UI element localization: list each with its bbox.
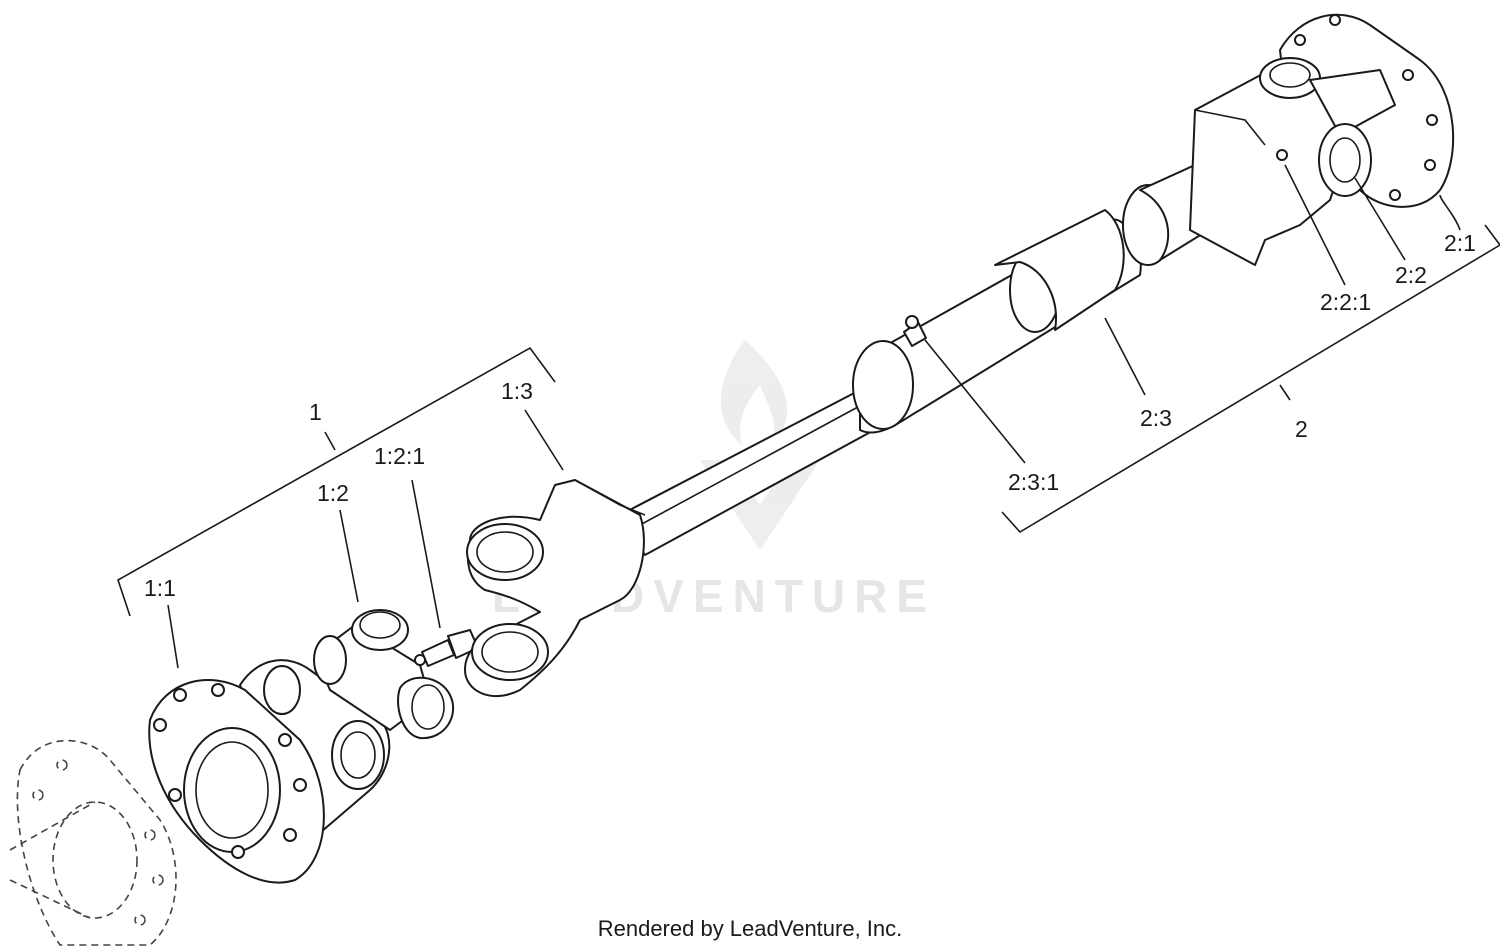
flange-yoke-part	[148, 659, 391, 884]
bracket-assembly-2	[1001, 224, 1500, 534]
callout-1-2: 1:2	[317, 480, 349, 506]
callout-1-1: 1:1	[144, 575, 176, 601]
leader-2-2-1	[1284, 164, 1346, 286]
render-credit: Rendered by LeadVenture, Inc.	[597, 916, 903, 941]
leader-2-3-1	[924, 339, 1026, 464]
leader-1	[324, 431, 336, 451]
leader-1-3	[524, 409, 564, 471]
leader-2-2	[1354, 177, 1406, 261]
leader-1-2-1	[411, 479, 441, 629]
callout-1: 1	[309, 399, 322, 425]
leader-2-3	[1104, 317, 1146, 396]
cross-bearing-kit-part	[313, 609, 455, 740]
callout-1-2-1: 1:2:1	[374, 443, 425, 469]
leader-2	[1279, 384, 1291, 401]
callout-2-2-1: 2:2:1	[1320, 289, 1371, 315]
bracket-assembly-1	[117, 346, 556, 617]
callout-2-3: 2:3	[1140, 405, 1172, 431]
callout-2: 2	[1295, 416, 1308, 442]
callout-2-2: 2:2	[1395, 262, 1427, 288]
leader-1-2	[339, 509, 359, 603]
callout-2-1: 2:1	[1444, 230, 1476, 256]
callout-1-3: 1:3	[501, 378, 533, 404]
leader-1-1	[167, 604, 179, 669]
callout-2-3-1: 2:3:1	[1008, 469, 1059, 495]
bearing-cup-part	[1276, 123, 1372, 197]
grease-fitting-2-part	[903, 315, 927, 347]
tube-yoke-part	[464, 389, 921, 698]
mating-flange-phantom	[9, 739, 177, 946]
leader-2-1	[1439, 194, 1461, 231]
